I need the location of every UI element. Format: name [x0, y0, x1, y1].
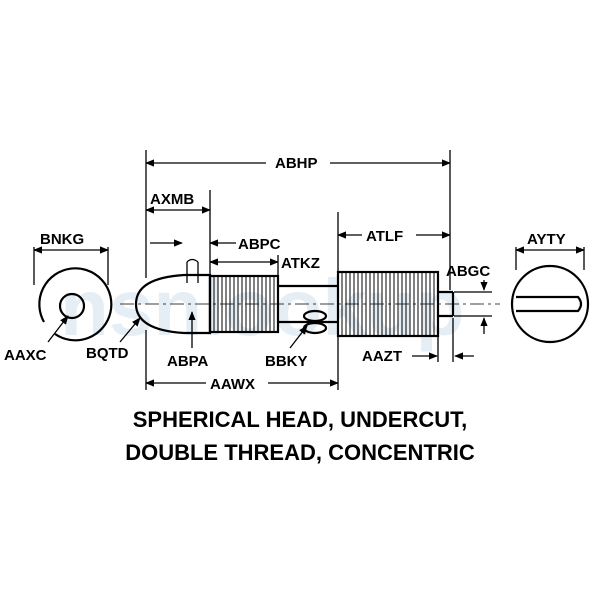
undercut-neck [278, 284, 338, 324]
atlf-label-bg [362, 225, 416, 245]
side-view-part [120, 258, 500, 338]
label-abpc: ABPC [238, 236, 281, 253]
label-atkz: ATKZ [281, 255, 320, 272]
label-abgc: ABGC [446, 263, 490, 280]
label-aawx: AAWX [210, 376, 255, 393]
right-end-view: AYTY [510, 231, 590, 344]
bqtd-leader [119, 317, 141, 343]
label-abpa: ABPA [167, 353, 209, 370]
aawx-label-bg [206, 373, 268, 393]
caption-line-2: DOUBLE THREAD, CONCENTRIC [125, 440, 475, 465]
aaxc-leader [47, 315, 69, 343]
label-abhp: ABHP [275, 155, 318, 172]
right-end-view-outline [510, 264, 590, 344]
label-bqtd: BQTD [86, 345, 129, 362]
label-atlf: ATLF [366, 228, 403, 245]
left-end-view: BNKG AAXC [4, 231, 113, 364]
bbky-leader [289, 325, 308, 349]
label-bbky: BBKY [265, 353, 308, 370]
right-end-view-slot [516, 295, 583, 313]
label-aazt: AAZT [362, 348, 402, 365]
label-aaxc: AAXC [4, 347, 47, 364]
neck-ring-upper [302, 309, 328, 323]
left-end-view-center-hole [58, 292, 86, 320]
label-ayty: AYTY [527, 231, 566, 248]
spherical-head [134, 273, 212, 335]
caption-line-1: SPHERICAL HEAD, UNDERCUT, [133, 407, 468, 432]
abhp-label-bg [266, 152, 330, 174]
label-axmb: AXMB [150, 191, 194, 208]
dimensions: ABHP AXMB ABPC ATLF ATKZ ABGC BQTD ABPA [86, 150, 492, 393]
label-bnkg: BNKG [40, 231, 84, 248]
left-end-view-outline [38, 267, 113, 342]
head-slot-top [186, 258, 199, 263]
